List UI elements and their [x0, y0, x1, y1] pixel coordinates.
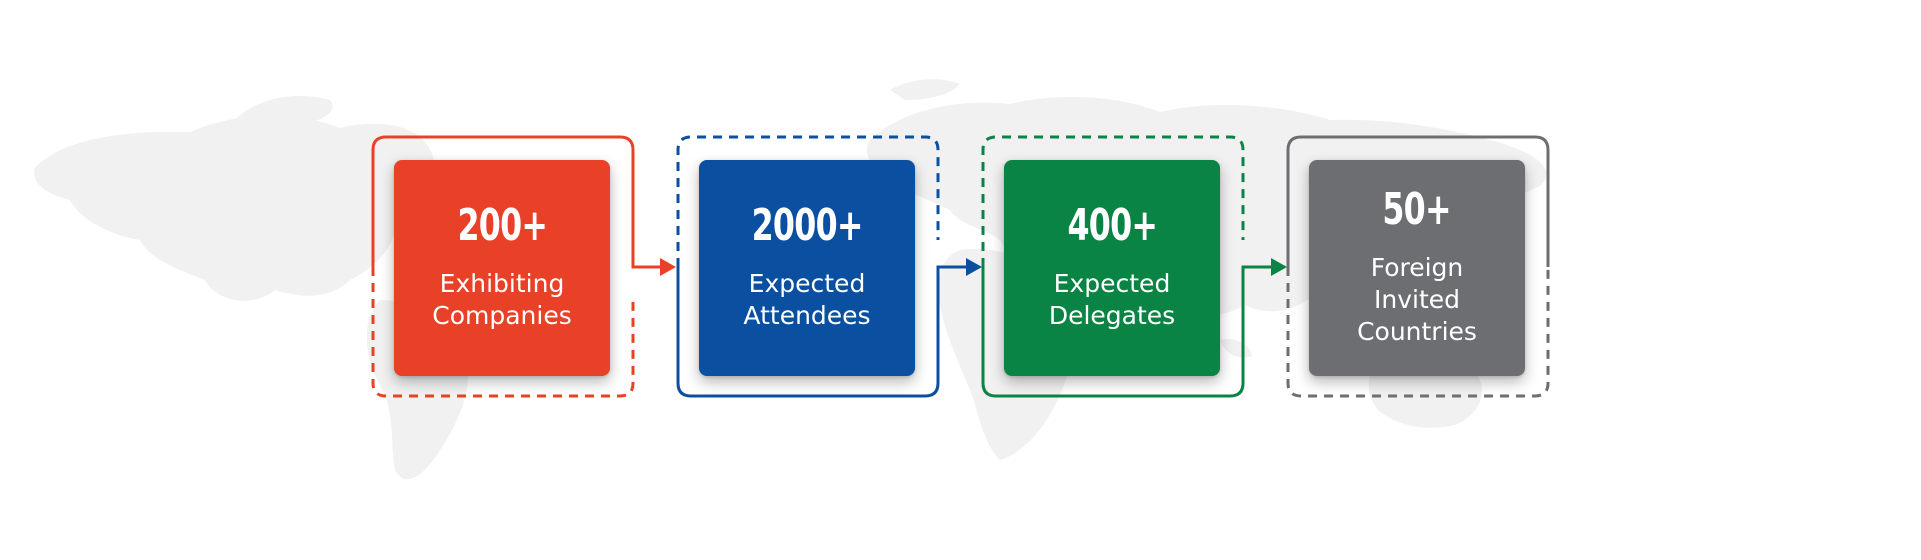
- flow-frames: [371, 135, 1550, 398]
- stat-card-expected-delegates: 400+ Expected Delegates: [1004, 160, 1220, 376]
- stat-value: 2000+: [751, 200, 863, 251]
- frame-2-solid: [676, 265, 968, 398]
- stat-label: Expected Delegates: [1048, 269, 1176, 330]
- arrow-2-icon: [966, 258, 982, 276]
- arrow-1-icon: [660, 258, 676, 276]
- arrow-3-icon: [1271, 258, 1287, 276]
- stat-card-foreign-invited-countries: 50+ Foreign Invited Countries: [1309, 160, 1525, 376]
- stat-value: 200+: [457, 200, 548, 251]
- frame-3-solid: [981, 265, 1273, 398]
- stat-card-expected-attendees: 2000+ Expected Attendees: [699, 160, 915, 376]
- frame-1-solid: [371, 135, 662, 269]
- stat-label: Expected Attendees: [743, 269, 871, 330]
- frame-3-dashed: [981, 135, 1245, 267]
- stat-value: 400+: [1067, 200, 1158, 251]
- stat-label: Foreign Invited Countries: [1357, 253, 1477, 346]
- frame-1-dashed: [371, 267, 635, 398]
- frame-2-dashed: [676, 135, 940, 267]
- frame-4-dashed: [1286, 267, 1550, 398]
- stat-card-exhibiting-companies: 200+ Exhibiting Companies: [394, 160, 610, 376]
- stat-label: Exhibiting Companies: [432, 269, 572, 330]
- frame-4-solid: [1286, 135, 1550, 267]
- stat-value: 50+: [1382, 184, 1452, 235]
